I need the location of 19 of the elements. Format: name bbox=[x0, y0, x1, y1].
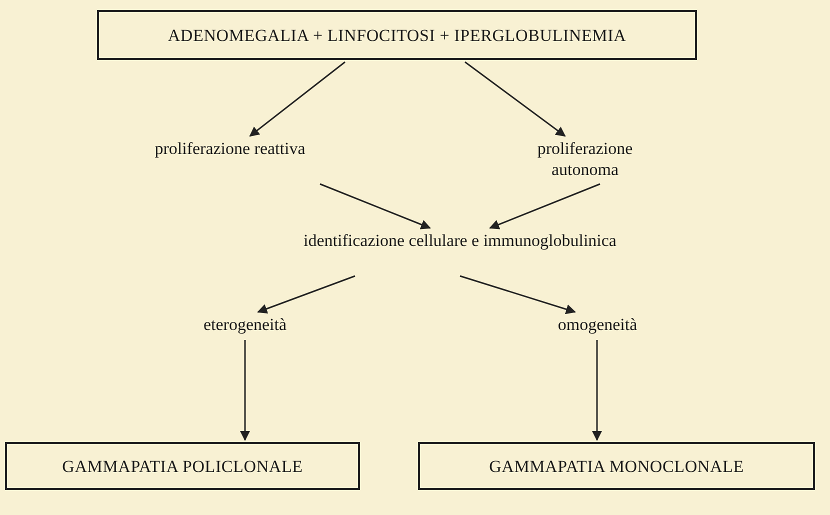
arrow bbox=[257, 275, 356, 314]
arrow bbox=[464, 61, 566, 137]
process-box bbox=[97, 10, 697, 60]
step-label: identificazione cellulare e immunoglobulinica bbox=[302, 230, 618, 251]
step-label: eterogeneità bbox=[202, 314, 288, 335]
arrow bbox=[489, 183, 600, 230]
process-box bbox=[5, 442, 360, 490]
box-label: GAMMAPATIA POLICLONALE bbox=[62, 456, 303, 476]
step-label: proliferazione autonoma bbox=[536, 138, 634, 180]
step-label: proliferazione reattiva bbox=[154, 138, 306, 159]
arrow bbox=[460, 275, 576, 314]
box-label: ADENOMEGALIA + LINFOCITOSI + IPERGLOBULINEMIA bbox=[168, 24, 626, 46]
step-label: omogeneità bbox=[556, 314, 638, 335]
arrow bbox=[320, 183, 431, 230]
box-label: GAMMAPATIA MONOCLONALE bbox=[489, 456, 744, 476]
arrow bbox=[249, 61, 346, 137]
process-box bbox=[418, 442, 815, 490]
arrow bbox=[592, 340, 602, 441]
arrow bbox=[240, 340, 250, 441]
